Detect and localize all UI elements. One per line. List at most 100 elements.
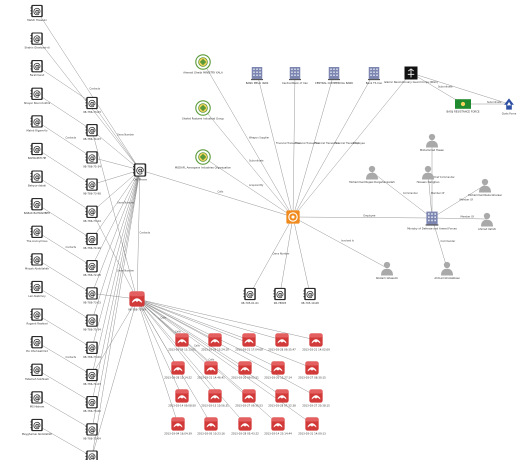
contact-node[interactable]: Mehdi Hosseini	[27, 4, 47, 22]
contact-node[interactable]: Farahmand	[30, 60, 45, 77]
phone-number-node[interactable]: 98-786-73-98	[83, 450, 101, 460]
phone-number-node[interactable]: 98-786-73-09	[83, 341, 101, 359]
red-item-node[interactable]: 2013-03-14 23:14:44	[264, 417, 292, 436]
edge-label: Calls	[218, 191, 224, 194]
red-item-node[interactable]: 2013-03-29 13:24:10	[201, 333, 229, 352]
red-item-node-label: 2013-03-27 08:30:15	[298, 376, 326, 380]
red-item-node[interactable]: 2013-03-28 09:35:47	[268, 333, 296, 352]
person-node[interactable]: Hossein Dehghan	[417, 165, 440, 184]
red-item-node-label: 2013-03-20 09:05:51	[231, 376, 259, 380]
org-node[interactable]: Shahid Rostami Industrial Group	[182, 100, 224, 121]
red-item-node[interactable]: 2013-03-15 10:56:31	[201, 389, 229, 408]
contact-node-label: MS Hisham	[30, 404, 45, 408]
contact-node[interactable]: Shayar Nouri-hokhis	[24, 87, 51, 105]
bank-node[interactable]: BANK MELLI IRAN	[246, 67, 269, 85]
phone-icon	[30, 418, 43, 432]
red-item-node[interactable]: 2013-03-04 16:04:39	[164, 417, 192, 436]
bank-node[interactable]: CENTRAL COMMERCIAL BANK	[315, 67, 353, 85]
contact-node[interactable]: Rugardi Rashiad	[26, 308, 48, 326]
contact-node[interactable]: BABAK BAHRAMBEH	[24, 198, 50, 215]
contact-node[interactable]: Fatemeh Sokhlash	[25, 363, 49, 381]
contact-edge	[36, 397, 93, 430]
contact-node[interactable]: MS Hisham	[30, 391, 45, 408]
contact-node[interactable]: Leil Alaibmoy	[28, 280, 46, 298]
red-item-node[interactable]: 2013-03-28 07:32:38	[268, 389, 296, 408]
irgc-forces-node[interactable]: BASIJ RESISTANCE FORCE	[446, 99, 480, 114]
red-item-node[interactable]: 2013-03-21 17:04:08	[235, 333, 263, 352]
contact-node[interactable]: Behpur-dalaki	[28, 170, 46, 188]
red-item-node[interactable]: 2013-03-21 14:46:41	[197, 361, 225, 380]
phone-number-node[interactable]: 98-786-74-03	[83, 368, 101, 386]
phone-number-node[interactable]: 98-786-75-34	[83, 314, 101, 332]
contact-node[interactable]: Meyghamei Abdollahkh	[22, 418, 53, 436]
irgc-node[interactable]: Islamic Revolutionary Guard Corps (IRGC)	[384, 66, 438, 85]
phone-number-node[interactable]: 98-786-73-04	[83, 205, 101, 223]
contact-node-label: Fatemeh Sokhlash	[25, 377, 49, 381]
phone-number-node[interactable]: 98-786-74-03	[83, 124, 101, 141]
ministry-node[interactable]: Ministry of Defense and Armed Forces	[407, 211, 457, 231]
phone-number-node[interactable]: 98-786-73-03	[83, 96, 101, 114]
edge-label: Financial Transaction	[315, 142, 340, 145]
contact-node[interactable]: Pio Ohuhisahmid	[26, 336, 48, 353]
red-item-node[interactable]: 2013-03-05 10:23:16	[197, 417, 225, 436]
person-node[interactable]: Ahmad Vahidi	[478, 212, 496, 231]
person-node[interactable]: Mohammad Reza Gharaei	[468, 178, 502, 197]
phone-icon	[85, 151, 98, 164]
phone-number-node[interactable]: 98-786-74-98	[83, 232, 101, 250]
contact-node[interactable]: BAHRAMIH HE	[28, 142, 47, 160]
device-node[interactable]: 98-795-01-01	[241, 287, 259, 305]
org-node[interactable]: MODAFL Aerospace Industries Organization	[175, 149, 232, 170]
org-node[interactable]: Ahmadi Gheibi MINISTRY KALA	[183, 54, 223, 75]
central-hub[interactable]	[286, 210, 300, 224]
phone-number-node[interactable]: 98-786-75-34	[83, 151, 101, 168]
red-item-node[interactable]: 2013-03-20 09:05:51	[231, 361, 259, 380]
edge-label: Employee	[353, 142, 365, 145]
phone-number-node[interactable]: 98-786-72-68	[83, 260, 101, 277]
phone-icon	[85, 341, 98, 354]
red-item-node[interactable]: 2013-03-14 09:08:50	[168, 389, 196, 408]
phone-icon	[85, 396, 98, 409]
red-item-node[interactable]: 2013-03-27 09:35:53	[235, 389, 263, 408]
red-item-node[interactable]: 2013-03-29 13:13:01	[168, 333, 196, 352]
phone-number-node[interactable]: 98-786-73-04	[83, 423, 101, 440]
quds-force-node[interactable]: Quds Force	[502, 98, 517, 116]
bank-node[interactable]: Bank TS Iran	[366, 67, 383, 85]
bank-node[interactable]: Central Bank of Iran	[282, 67, 308, 85]
contact-node[interactable]: Mahdi Rigam-Vo	[27, 115, 48, 132]
red-item-node[interactable]: 2013-03-27 20:38:15	[302, 389, 330, 408]
red-item-node[interactable]: 2013-03-28 05:43:22	[231, 417, 259, 436]
contact-node[interactable]: Shahin Ghorbani-di	[25, 32, 50, 50]
person-node[interactable]: Rostam Ghasemi	[376, 261, 398, 280]
red-item-node[interactable]: 2013-03-28 15:14:22	[164, 361, 192, 380]
number-edge	[91, 298, 138, 376]
contact-node[interactable]: The Anonymous	[27, 225, 49, 243]
red-item-node[interactable]: 2013-03-31 14:09:13	[298, 417, 326, 436]
person-node[interactable]: Mohammad Rejaei Dargahanzadeh	[349, 165, 395, 184]
red-item-node[interactable]: 2013-03-27 08:30:15	[298, 361, 326, 380]
red-icon	[275, 389, 289, 403]
phone-number-node[interactable]: 98-786-73-09	[83, 396, 101, 413]
red-item-node-label: 2013-03-04 16:04:39	[164, 432, 192, 436]
red-edge	[136, 298, 317, 397]
red-hub[interactable]: 98-788-72-09	[128, 291, 146, 312]
contact-edge	[36, 369, 93, 403]
device-node[interactable]: 98-795-19-68	[301, 287, 319, 305]
red-icon	[305, 361, 319, 375]
contact-edge	[36, 342, 93, 376]
phone-number-node[interactable]: 98-786-73-98	[83, 178, 101, 196]
phone-hub[interactable]: Cell Phone	[133, 163, 147, 182]
person-icon	[381, 261, 393, 276]
person-node[interactable]: Mohammad Hasan	[420, 133, 445, 152]
red-item-node-label: 2013-03-21 14:02:09	[302, 348, 330, 352]
phone-number-node-label: 98-786-73-03	[83, 300, 101, 304]
contact-node[interactable]: Mirzah Abdollahkh	[25, 253, 49, 270]
red-item-node[interactable]: 2013-03-20 12:27:14	[264, 361, 292, 380]
person-node[interactable]: Ahmad Gholiabbasi	[434, 261, 460, 280]
phone-icon	[30, 253, 43, 266]
red-item-node[interactable]: 2013-03-21 14:02:09	[302, 333, 330, 352]
device-node[interactable]: 98-78805	[273, 287, 287, 305]
red-icon	[309, 333, 323, 347]
emblem-icon	[195, 149, 211, 165]
phone-number-node[interactable]: 98-786-73-03	[83, 287, 101, 304]
